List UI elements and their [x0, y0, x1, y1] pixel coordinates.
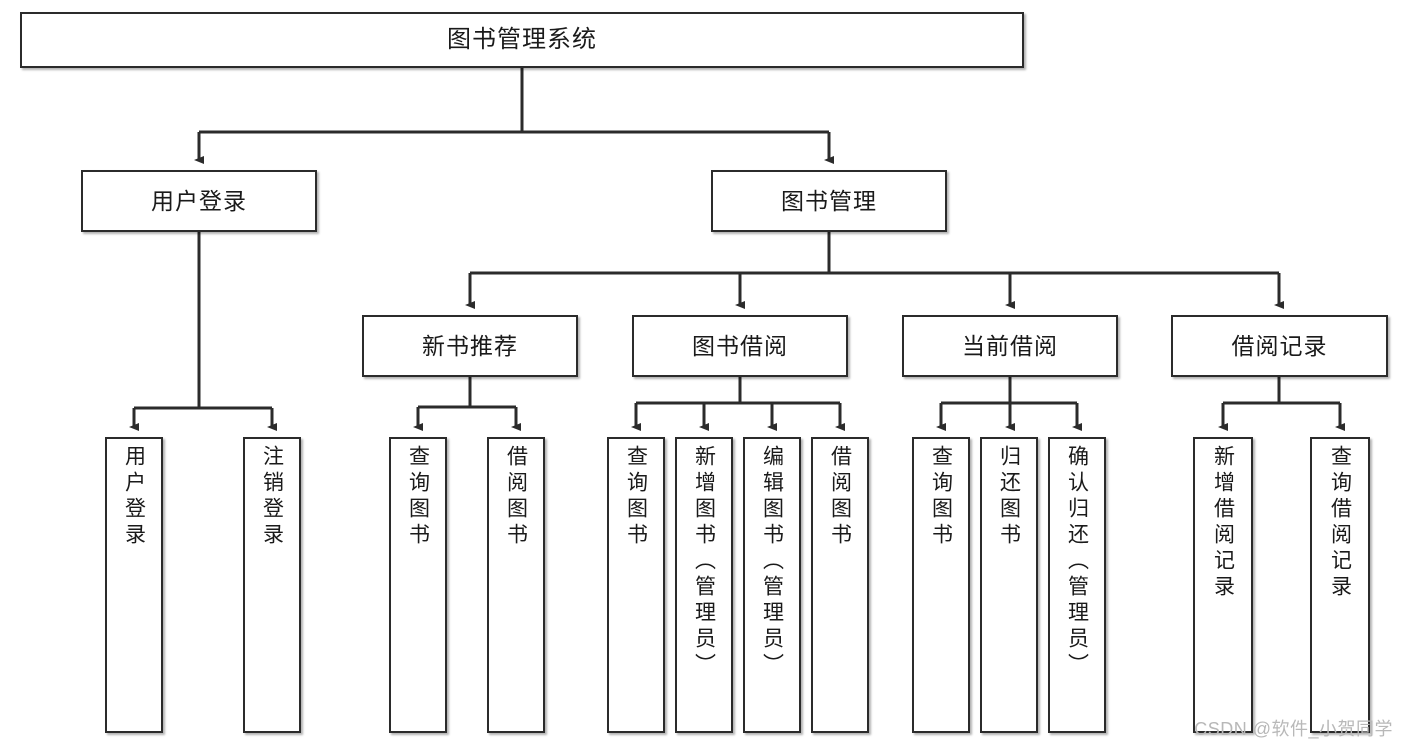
- node-user-login[interactable]: 用户登录: [81, 170, 317, 232]
- leaf-return-book-label: 归还图书: [997, 445, 1021, 549]
- leaf-user-login-label: 用户登录: [122, 445, 146, 549]
- leaf-add-book[interactable]: 新增图书（管理员）: [675, 437, 733, 733]
- leaf-add-book-label: 新增图书（管理员）: [692, 445, 716, 679]
- leaf-query-book-borrow[interactable]: 查询图书: [607, 437, 665, 733]
- node-current-borrow-label: 当前借阅: [962, 332, 1058, 359]
- node-borrow-record-label: 借阅记录: [1231, 332, 1328, 359]
- leaf-return-book[interactable]: 归还图书: [980, 437, 1038, 733]
- leaf-borrow-book[interactable]: 借阅图书: [811, 437, 869, 733]
- leaf-borrow-book-rec[interactable]: 借阅图书: [487, 437, 545, 733]
- node-current-borrow[interactable]: 当前借阅: [902, 315, 1118, 377]
- leaf-query-book-current[interactable]: 查询图书: [912, 437, 970, 733]
- leaf-query-book-rec-label: 查询图书: [406, 445, 430, 549]
- node-new-book-rec[interactable]: 新书推荐: [362, 315, 578, 377]
- leaf-query-book-current-label: 查询图书: [929, 445, 953, 549]
- leaf-query-record[interactable]: 查询借阅记录: [1310, 437, 1370, 733]
- leaf-edit-book-label: 编辑图书（管理员）: [760, 445, 784, 679]
- node-root-label: 图书管理系统: [447, 26, 597, 54]
- leaf-confirm-return-label: 确认归还（管理员）: [1065, 445, 1089, 679]
- leaf-logout-label: 注销登录: [260, 445, 284, 549]
- node-root[interactable]: 图书管理系统: [20, 12, 1024, 68]
- leaf-query-record-label: 查询借阅记录: [1328, 445, 1352, 601]
- node-book-borrow[interactable]: 图书借阅: [632, 315, 848, 377]
- leaf-edit-book[interactable]: 编辑图书（管理员）: [743, 437, 801, 733]
- node-book-manage[interactable]: 图书管理: [711, 170, 947, 232]
- leaf-confirm-return[interactable]: 确认归还（管理员）: [1048, 437, 1106, 733]
- leaf-query-book-rec[interactable]: 查询图书: [389, 437, 447, 733]
- node-book-borrow-label: 图书借阅: [692, 332, 788, 359]
- node-borrow-record[interactable]: 借阅记录: [1171, 315, 1388, 377]
- leaf-add-record[interactable]: 新增借阅记录: [1193, 437, 1253, 733]
- leaf-query-book-borrow-label: 查询图书: [624, 445, 648, 549]
- leaf-logout[interactable]: 注销登录: [243, 437, 301, 733]
- watermark: CSDN @软件_小贺同学: [1194, 719, 1393, 739]
- leaf-borrow-book-rec-label: 借阅图书: [504, 445, 528, 549]
- node-new-book-rec-label: 新书推荐: [422, 332, 518, 359]
- node-user-login-label: 用户登录: [151, 187, 247, 214]
- leaf-user-login[interactable]: 用户登录: [105, 437, 163, 733]
- node-book-manage-label: 图书管理: [781, 187, 877, 214]
- leaf-add-record-label: 新增借阅记录: [1211, 445, 1235, 601]
- leaf-borrow-book-label: 借阅图书: [828, 445, 852, 549]
